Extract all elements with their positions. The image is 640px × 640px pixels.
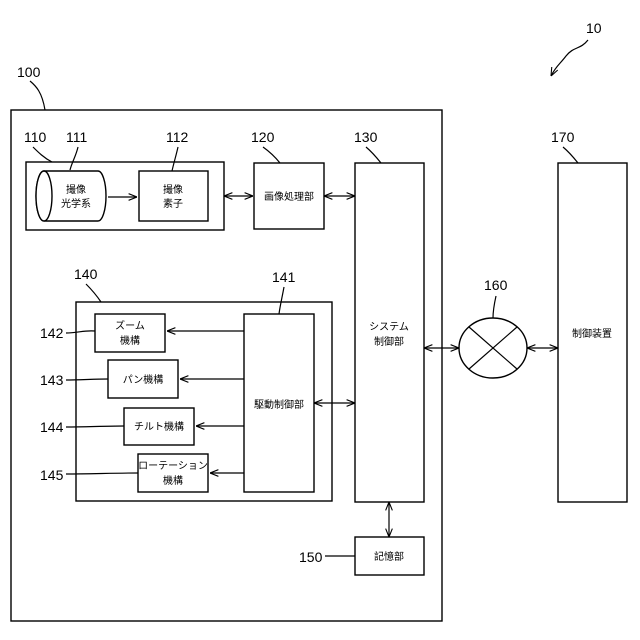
ref-110-label: 110 bbox=[24, 129, 47, 145]
ref-144-label: 144 bbox=[40, 419, 64, 435]
imaging-optics-label-1: 撮像 bbox=[66, 183, 86, 196]
pan-mechanism-label: パン機構 bbox=[123, 373, 164, 386]
network-icon bbox=[459, 318, 527, 378]
zoom-mechanism-label-2: 機構 bbox=[120, 334, 140, 347]
ref-140-label: 140 bbox=[74, 266, 98, 282]
ref-100-label: 100 bbox=[17, 64, 41, 80]
ref-160-label: 160 bbox=[484, 277, 508, 293]
ref-145-label: 145 bbox=[40, 467, 64, 483]
image-sensor-label-1: 撮像 bbox=[163, 183, 183, 196]
ref-10-arrow bbox=[551, 40, 588, 76]
imaging-optics-lens bbox=[36, 171, 106, 221]
ref-100-leader bbox=[30, 81, 45, 110]
imaging-optics-label-2: 光学系 bbox=[61, 197, 91, 210]
control-device-label: 制御装置 bbox=[572, 327, 612, 340]
storage-label: 記憶部 bbox=[374, 550, 404, 563]
system-control-label-1: システム bbox=[369, 321, 409, 333]
ref-170-label: 170 bbox=[551, 129, 575, 145]
ref-143-label: 143 bbox=[40, 372, 64, 388]
ref-141-label: 141 bbox=[272, 269, 296, 285]
rotation-mechanism-label-1: ローテーション bbox=[138, 461, 208, 472]
rotation-mechanism-label-2: 機構 bbox=[163, 474, 183, 487]
zoom-mechanism-label-1: ズーム bbox=[115, 319, 145, 332]
ref-111-label: 111 bbox=[66, 129, 87, 145]
drive-control-label: 駆動制御部 bbox=[254, 398, 304, 411]
ref-120-label: 120 bbox=[251, 129, 275, 145]
ref-170-leader bbox=[563, 147, 578, 163]
ref-160-leader bbox=[493, 296, 496, 318]
tilt-mechanism-label: チルト機構 bbox=[134, 420, 184, 433]
ref-142-label: 142 bbox=[40, 325, 64, 341]
ref-150-label: 150 bbox=[299, 549, 323, 565]
image-sensor-box bbox=[139, 171, 208, 221]
ref-10-label: 10 bbox=[586, 20, 602, 36]
system-control-label-2: 制御部 bbox=[374, 335, 404, 348]
image-processing-label: 画像処理部 bbox=[264, 190, 314, 203]
ref-130-label: 130 bbox=[354, 129, 378, 145]
image-sensor-label-2: 素子 bbox=[163, 197, 183, 210]
ref-112-label: 112 bbox=[166, 129, 189, 145]
